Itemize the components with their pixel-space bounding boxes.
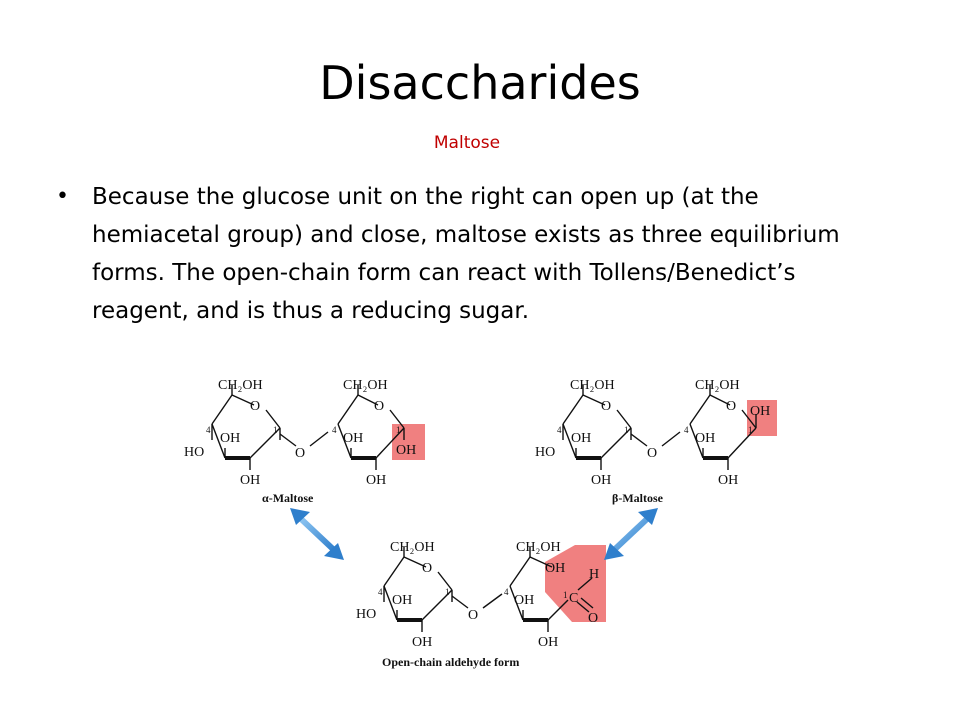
beta-right-oh-c3: OH (695, 431, 715, 446)
beta-right-ch2oh: CH₂OH (695, 378, 740, 393)
open-left-oh-c2: OH (412, 635, 432, 650)
bullet-item: • Because the glucose unit on the right … (52, 178, 872, 330)
bullet-text: Because the glucose unit on the right ca… (92, 184, 840, 324)
open-right-c4: 4 (504, 587, 509, 597)
beta-right-c4: 4 (684, 425, 689, 435)
alpha-right-ring-oxygen: O (374, 399, 384, 414)
alpha-right-c4: 4 (332, 425, 337, 435)
open-right-ch2oh: CH₂OH (516, 540, 561, 555)
equilibrium-arrow-left (290, 508, 344, 560)
beta-left-c4: 4 (557, 425, 562, 435)
open-right-chain (482, 547, 594, 632)
beta-right-oh-c2: OH (718, 473, 738, 488)
open-left-ring-oxygen: O (422, 561, 432, 576)
open-aldehyde-carbon: C (569, 591, 578, 606)
bullet-list: • Because the glucose unit on the right … (52, 178, 872, 330)
slide-subtitle: Maltose (433, 133, 501, 153)
alpha-anomeric-oh: OH (396, 443, 416, 458)
beta-right-c1: 1 (748, 425, 753, 435)
open-chain-structure: O CH₂OH O 4 1 OH HO OH CH₂OH 4 OH OH OH … (356, 540, 606, 669)
alpha-left-ring (211, 385, 297, 470)
beta-maltose-caption: β-Maltose (612, 491, 664, 505)
beta-glycosidic-oxygen: O (647, 446, 657, 461)
alpha-maltose-structure: O CH₂OH O 4 1 OH HO OH CH₂OH O 4 1 OH OH… (184, 378, 425, 505)
open-left-ch2oh: CH₂OH (390, 540, 435, 555)
beta-anomeric-highlight (747, 400, 777, 436)
beta-left-oh-c2: OH (591, 473, 611, 488)
alpha-maltose-caption: α-Maltose (262, 491, 314, 505)
beta-maltose-structure: O CH₂OH O 4 1 OH HO OH CH₂OH O 4 1 OH OH… (535, 378, 777, 505)
alpha-left-oh-c3: OH (220, 431, 240, 446)
open-right-oh-c3: OH (514, 593, 534, 608)
alpha-left-ho: HO (184, 445, 204, 460)
beta-left-c1: 1 (624, 425, 629, 435)
alpha-left-c1: 1 (273, 425, 278, 435)
alpha-right-ch2oh: CH₂OH (343, 378, 388, 393)
slide-title: Disaccharides (319, 56, 641, 110)
beta-right-ring-oxygen: O (726, 399, 736, 414)
beta-anomeric-oh: OH (750, 404, 770, 419)
beta-right-ring (661, 385, 757, 470)
open-left-ring (383, 547, 469, 632)
beta-left-ring (562, 385, 648, 470)
open-chain-aldehyde-highlight (545, 545, 606, 622)
alpha-right-c1: 1 (396, 425, 401, 435)
open-aldehyde-c1-number: 1 (563, 590, 568, 600)
open-aldehyde-h: H (589, 567, 599, 582)
open-c5-oh: OH (545, 561, 565, 576)
bullet-marker: • (56, 184, 69, 209)
equilibrium-arrow-right (604, 508, 658, 560)
beta-left-ho: HO (535, 445, 555, 460)
open-glycosidic-oxygen: O (468, 608, 478, 623)
open-chain-caption: Open-chain aldehyde form (382, 655, 519, 669)
beta-left-ring-oxygen: O (601, 399, 611, 414)
alpha-right-oh-c2: OH (366, 473, 386, 488)
open-aldehyde-oxygen: O (588, 611, 598, 626)
beta-left-oh-c3: OH (571, 431, 591, 446)
open-left-c1: 1 (445, 587, 450, 597)
alpha-anomeric-highlight (392, 424, 425, 460)
alpha-left-ch2oh: CH₂OH (218, 378, 263, 393)
open-left-oh-c3: OH (392, 593, 412, 608)
open-right-oh-c2: OH (538, 635, 558, 650)
alpha-left-c4: 4 (206, 425, 211, 435)
alpha-right-oh-c3: OH (343, 431, 363, 446)
alpha-left-ring-oxygen: O (250, 399, 260, 414)
alpha-right-ring (309, 385, 405, 470)
open-left-ho: HO (356, 607, 376, 622)
open-left-c4: 4 (378, 587, 383, 597)
alpha-glycosidic-oxygen: O (295, 446, 305, 461)
beta-left-ch2oh: CH₂OH (570, 378, 615, 393)
alpha-left-oh-c2: OH (240, 473, 260, 488)
